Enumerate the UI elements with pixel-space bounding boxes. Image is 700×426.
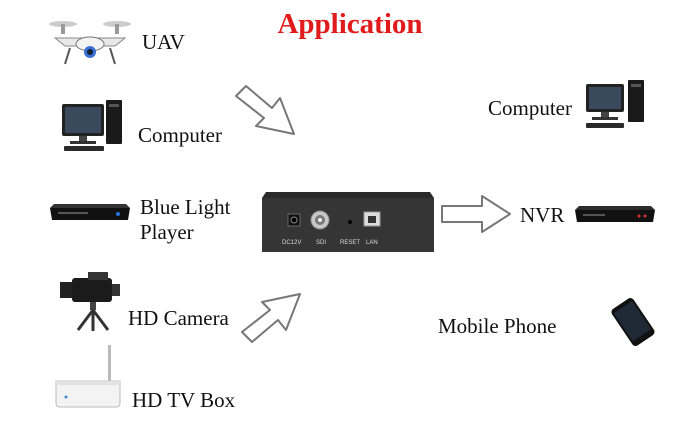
nvr-icon: [575, 206, 655, 222]
label-uav: UAV: [142, 30, 185, 54]
computer-icon: [62, 100, 122, 151]
label-computer-output: Computer: [488, 96, 572, 120]
label-hd-tv-box: HD TV Box: [132, 388, 236, 412]
device-port-labels: DC12V SDI RESET LAN: [258, 188, 438, 258]
uav-icon: [49, 21, 131, 65]
hd-tv-box-icon: [55, 345, 121, 408]
page-title: Application: [277, 8, 423, 40]
label-hd-camera: HD Camera: [128, 306, 229, 330]
label-nvr: NVR: [520, 203, 565, 227]
label-bluray-line1: Blue Light: [140, 195, 231, 219]
bluray-player-icon: [50, 204, 130, 220]
hd-camera-icon: [60, 272, 120, 331]
label-mobile-phone: Mobile Phone: [438, 314, 557, 338]
port-lan-label: LAN: [366, 240, 378, 246]
computer-output-icon: [586, 80, 644, 128]
port-reset-label: RESET: [340, 240, 361, 246]
arrow-input-bottom: [241, 293, 301, 343]
arrow-output: [441, 195, 511, 233]
arrow-input-top: [235, 85, 295, 135]
port-power-label: DC12V: [282, 240, 302, 246]
encoder-device: [262, 192, 434, 252]
label-bluray-line2: Player: [140, 220, 194, 244]
label-computer-source: Computer: [138, 123, 222, 147]
mobile-phone-icon: [611, 298, 655, 346]
port-sdi-label: SDI: [316, 240, 327, 246]
